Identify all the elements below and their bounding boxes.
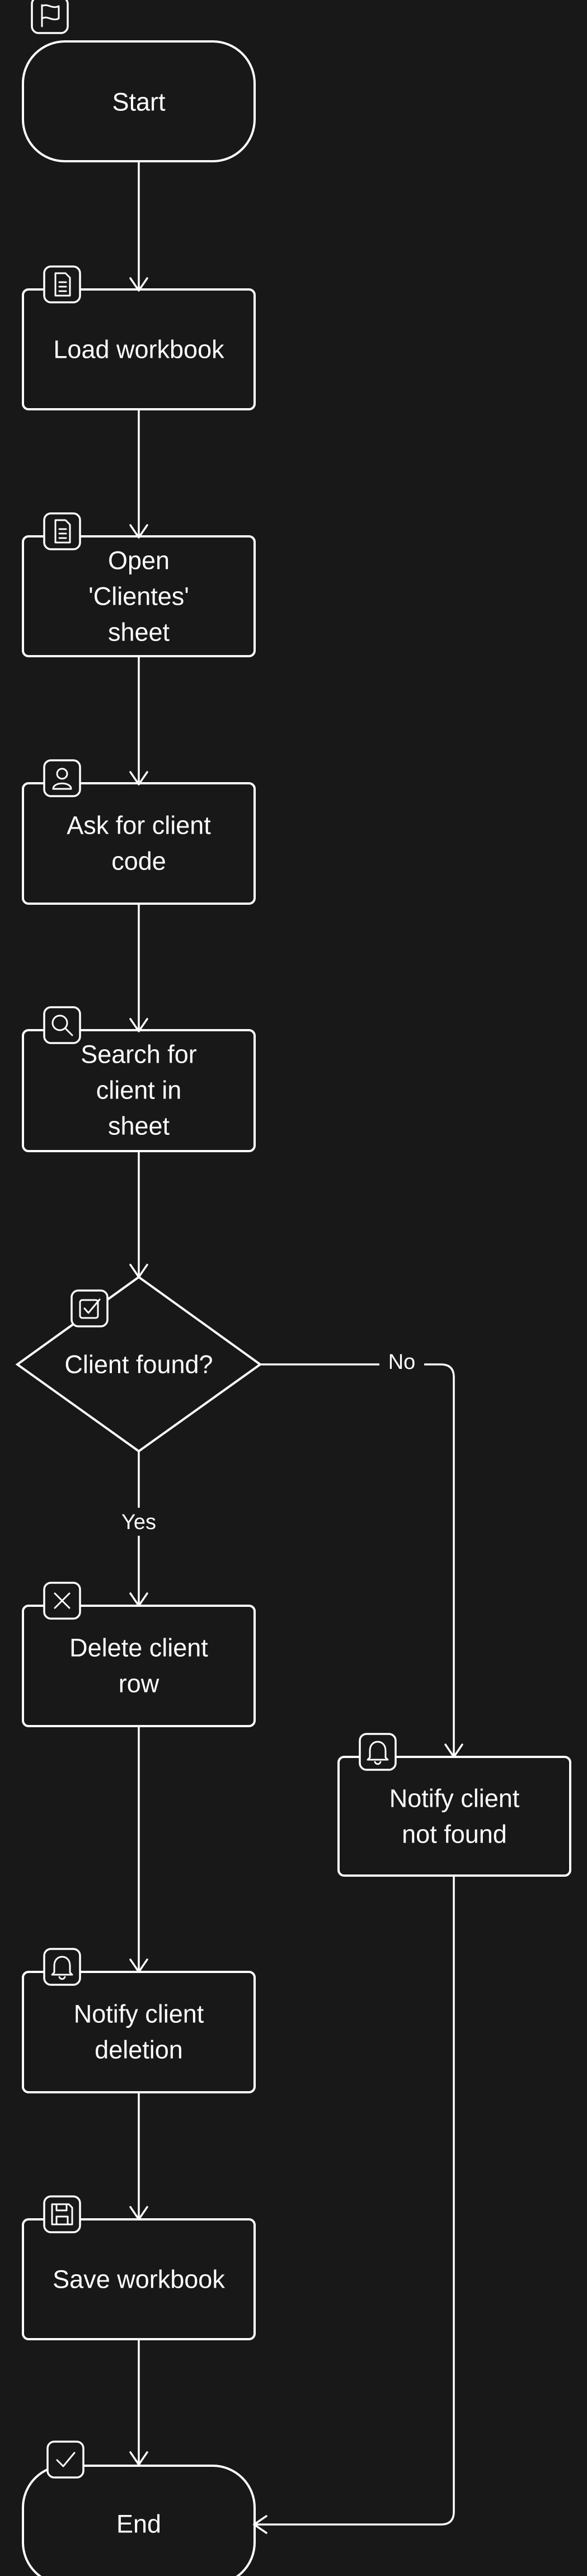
bell-icon <box>367 1741 389 1765</box>
node-save-workbook: Save workbook <box>22 2195 256 2340</box>
node-load-workbook: Load workbook <box>22 265 256 410</box>
node-label: End <box>116 2510 161 2538</box>
node-notify-not-found: Notify client not found <box>337 1733 571 1877</box>
check-icon <box>56 2452 76 2467</box>
flag-icon <box>41 4 60 27</box>
node-search-client: Search for client in sheet <box>22 1006 256 1152</box>
bell-icon <box>51 1956 73 1980</box>
node-label-line: Search for <box>81 1040 197 1069</box>
node-label-line: Ask for client <box>67 811 211 840</box>
node-label: Save workbook <box>53 2265 225 2294</box>
node-label-line: Open <box>108 546 170 575</box>
node-delete-client-row: Delete client row <box>22 1582 256 1727</box>
node-label-line: code <box>111 847 166 876</box>
document-icon <box>54 519 71 544</box>
node-label: Client found? <box>64 1350 213 1379</box>
edge-decision-notfound <box>260 1363 455 1756</box>
node-label-line: sheet <box>108 618 170 647</box>
edges <box>129 162 463 2534</box>
node-label: Load workbook <box>53 335 224 364</box>
close-icon <box>54 1592 71 1609</box>
node-label-line: Notify client <box>74 2000 204 2028</box>
checkbox-icon <box>79 1298 101 1319</box>
node-open-sheet: Open 'Clientes' sheet <box>22 512 256 657</box>
node-label-line: Notify client <box>389 1784 520 1813</box>
node-label-line: deletion <box>95 2036 183 2064</box>
node-label: Start <box>112 88 166 116</box>
node-label-line: 'Clientes' <box>88 582 189 611</box>
edge-label-yes-group: Yes <box>118 1508 160 1536</box>
node-start: Start <box>22 0 256 162</box>
edge-label-no-group: No <box>379 1350 424 1378</box>
node-label-line: client in <box>96 1076 182 1105</box>
user-icon <box>52 768 72 790</box>
node-ask-client-code: Ask for client code <box>22 759 256 905</box>
node-notify-deletion: Notify client deletion <box>22 1948 256 2093</box>
edge-label-no: No <box>388 1350 416 1374</box>
node-label-line: row <box>119 1670 159 1698</box>
node-decision-client-found: Client found? <box>15 1275 262 1453</box>
edge-notfound-end <box>255 1876 455 2526</box>
node-label-line: Delete client <box>69 1634 208 1662</box>
save-icon <box>51 2203 73 2226</box>
document-icon <box>54 272 71 297</box>
node-end: End <box>22 2441 256 2576</box>
node-label-line: not found <box>402 1820 507 1849</box>
edge-label-yes: Yes <box>121 1511 156 1534</box>
node-label-line: sheet <box>108 1112 170 1140</box>
search-icon <box>51 1014 73 1036</box>
